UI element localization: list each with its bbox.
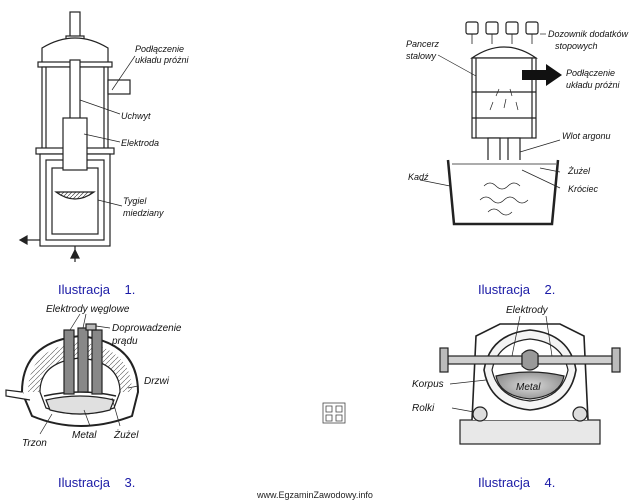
ill1-label-vacuum-1: Podłączenie: [135, 44, 184, 54]
illustration-2: [419, 21, 562, 226]
ill3-label-current-2: prądu: [111, 336, 138, 347]
ill2-label-dispenser-1: Dozownik dodatków: [548, 29, 629, 39]
ill4-label-electrodes: Elektrody: [506, 305, 549, 316]
ill3-label-current-1: Doprowadzenie: [112, 323, 182, 334]
caption-illustration-2: Ilustracja 2.: [478, 282, 556, 297]
ill2-label-dispenser-2: stopowych: [555, 41, 598, 51]
ill1-label-crucible-2: miedziany: [123, 208, 164, 218]
ill3-label-door: Drzwi: [144, 376, 170, 387]
ill4-label-body: Korpus: [412, 379, 444, 390]
ill3-label-electrodes: Elektrody węglowe: [46, 304, 130, 315]
ill2-label-argon: Wlot argonu: [562, 131, 611, 141]
footer-website: www.EgzaminZawodowy.info: [257, 490, 373, 500]
ill3-label-hearth: Trzon: [22, 438, 47, 449]
ill1-label-holder: Uchwyt: [121, 111, 151, 121]
ill3-label-slag: Żużel: [113, 429, 139, 441]
ill2-label-shell-2: stalowy: [406, 51, 437, 61]
ill3-label-metal: Metal: [72, 430, 97, 441]
illustration-1: [18, 11, 136, 262]
caption-illustration-3: Ilustracja 3.: [58, 475, 136, 490]
ill1-label-crucible-1: Tygiel: [123, 196, 147, 206]
ill2-label-slag: Żużel: [567, 166, 591, 176]
ill4-label-metal: Metal: [516, 382, 541, 393]
illustration-4: [439, 315, 621, 445]
caption-illustration-4: Ilustracja 4.: [478, 475, 556, 490]
ill2-label-stubs: Króciec: [568, 184, 599, 194]
ill2-label-vacuum-1: Podłączenie: [566, 68, 615, 78]
ill2-label-shell-1: Pancerz: [406, 39, 440, 49]
ill2-label-vacuum-2: układu próżni: [566, 80, 621, 90]
ill2-label-ladle: Kadź: [408, 172, 429, 182]
ill4-label-rollers: Rolki: [412, 403, 435, 414]
caption-illustration-1: Ilustracja 1.: [58, 282, 136, 297]
illustration-3: [5, 313, 140, 435]
watermark-icon: [322, 402, 346, 424]
ill1-label-vacuum-2: układu próżni: [135, 55, 190, 65]
ill1-label-electrode: Elektroda: [121, 138, 159, 148]
